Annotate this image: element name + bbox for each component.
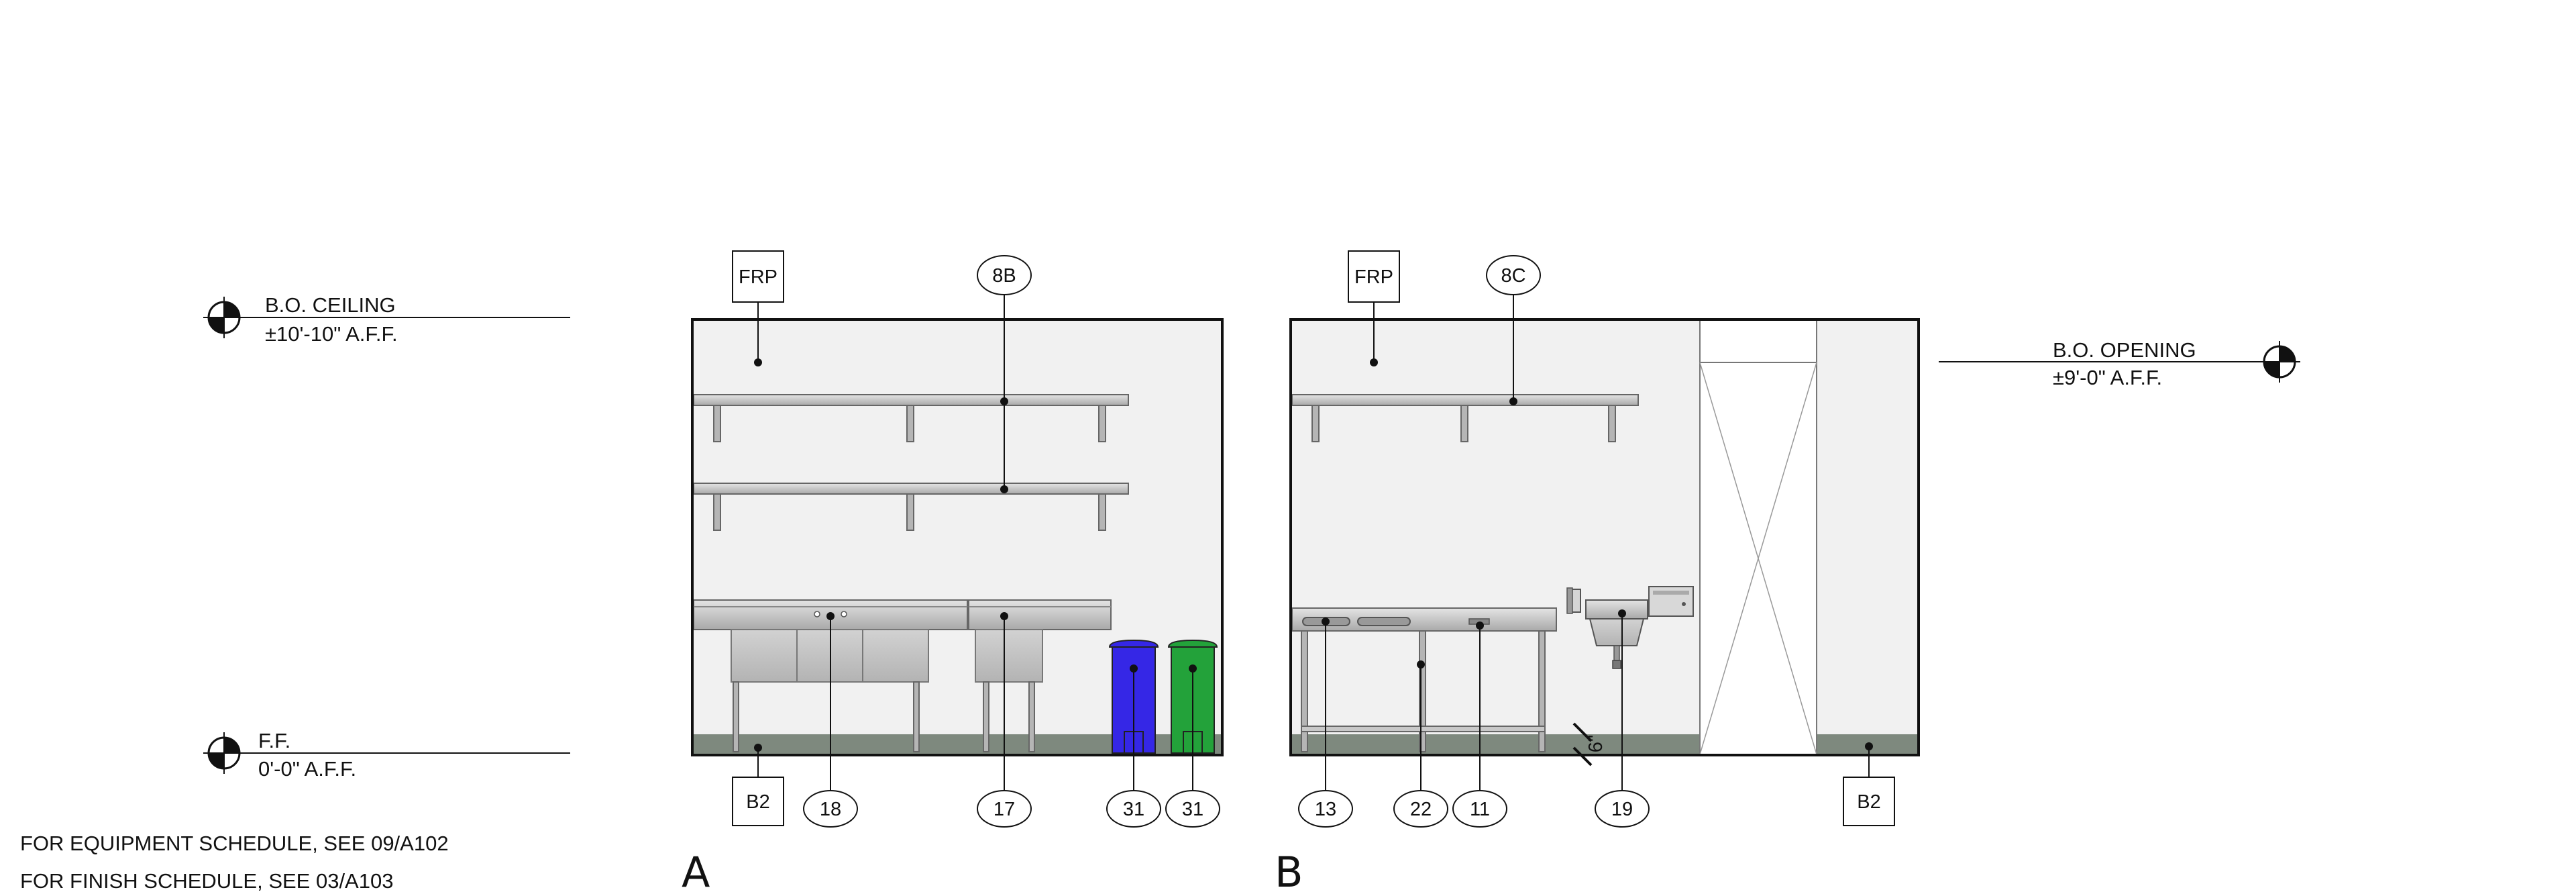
shelf-tag-8c: 8C xyxy=(1486,255,1541,295)
view-label-b: B xyxy=(1275,848,1303,892)
equipment-tag-19: 19 xyxy=(1595,790,1650,828)
elevation-a: FRP 8B B2 18 17 31 31 A xyxy=(682,250,1224,892)
level-opening-name: B.O. OPENING xyxy=(2053,338,2196,362)
equipment-tag-31-blue: 31 xyxy=(1106,790,1161,828)
elevation-b: 6" FRP 8C 13 22 xyxy=(1275,250,1920,892)
equipment-tag-31-green: 31 xyxy=(1165,790,1220,828)
door-opening xyxy=(1699,319,1817,755)
level-floor: F.F. 0'-0" A.F.F. xyxy=(203,729,570,781)
level-ceiling: B.O. CEILING ±10'-10" A.F.F. xyxy=(203,293,570,346)
single-compartment-sink xyxy=(968,599,1112,752)
level-floor-height: 0'-0" A.F.F. xyxy=(258,757,356,781)
equipment-tag-13: 13 xyxy=(1298,790,1353,828)
wall-surface-b xyxy=(1291,319,1919,755)
svg-text:B2: B2 xyxy=(746,791,769,813)
level-floor-name: F.F. xyxy=(258,729,290,752)
equipment-tag-22: 22 xyxy=(1393,790,1448,828)
base-tag-b2-a: B2 xyxy=(732,777,784,826)
svg-text:31: 31 xyxy=(1182,799,1203,820)
equipment-schedule-note: FOR EQUIPMENT SCHEDULE, SEE 09/A102 xyxy=(20,832,449,855)
equipment-tag-17: 17 xyxy=(977,790,1032,828)
level-ceiling-name: B.O. CEILING xyxy=(265,293,396,317)
view-label-a: A xyxy=(682,848,710,892)
dimension-value: 6" xyxy=(1585,735,1607,752)
datum-symbol-icon xyxy=(203,732,245,774)
svg-text:8C: 8C xyxy=(1501,265,1525,287)
datum-symbol-icon xyxy=(203,297,245,338)
equipment-tag-11: 11 xyxy=(1452,790,1507,828)
svg-text:FRP: FRP xyxy=(1354,266,1393,288)
wall-shelf-lower xyxy=(693,483,1129,531)
elevation-a-frame xyxy=(691,318,1224,756)
svg-text:19: 19 xyxy=(1611,799,1633,820)
svg-text:B2: B2 xyxy=(1857,791,1880,813)
svg-text:18: 18 xyxy=(820,799,841,820)
finish-tag-frp-a: FRP xyxy=(732,250,784,303)
finish-schedule-note: FOR FINISH SCHEDULE, SEE 03/A103 xyxy=(20,869,393,892)
svg-text:22: 22 xyxy=(1410,799,1432,820)
svg-text:11: 11 xyxy=(1470,799,1490,820)
wall-base-b-left xyxy=(1291,734,1700,754)
svg-text:17: 17 xyxy=(994,799,1015,820)
base-tag-b2-b: B2 xyxy=(1843,777,1895,826)
wall-shelf-b xyxy=(1291,394,1639,442)
level-ceiling-height: ±10'-10" A.F.F. xyxy=(265,322,398,346)
level-opening: B.O. OPENING ±9'-0" A.F.F. xyxy=(1939,338,2300,389)
svg-text:31: 31 xyxy=(1123,799,1144,820)
three-compartment-sink xyxy=(693,599,968,752)
shelf-tag-8b: 8B xyxy=(977,255,1032,295)
elevation-b-frame xyxy=(1289,318,1920,756)
datum-symbol-icon xyxy=(2259,341,2300,383)
level-opening-height: ±9'-0" A.F.F. xyxy=(2053,366,2162,389)
equipment-tag-18: 18 xyxy=(803,790,858,828)
hand-sink xyxy=(1566,586,1694,669)
svg-text:13: 13 xyxy=(1315,799,1336,820)
finish-tag-frp-b: FRP xyxy=(1348,250,1400,303)
svg-text:8B: 8B xyxy=(992,265,1016,287)
svg-text:FRP: FRP xyxy=(739,266,777,288)
wall-shelf-upper xyxy=(693,394,1129,442)
